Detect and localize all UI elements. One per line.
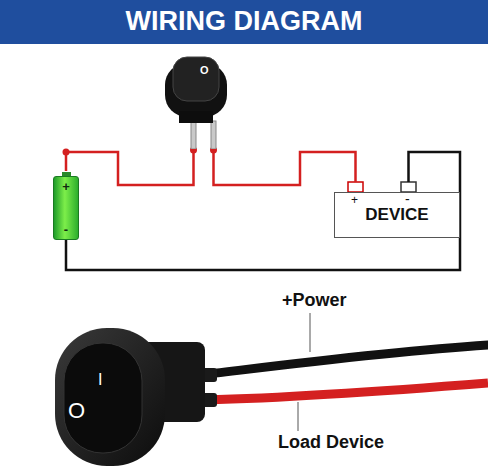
wire bbox=[66, 149, 194, 185]
switch-mark: O bbox=[68, 400, 85, 422]
terminal-sign: + bbox=[351, 194, 358, 206]
title: WIRING DIAGRAM bbox=[0, 6, 488, 37]
switch-photo bbox=[55, 328, 488, 466]
wire-label: Load Device bbox=[278, 433, 384, 451]
terminal bbox=[348, 182, 363, 192]
polarity-sign: - bbox=[64, 223, 68, 236]
leader-line bbox=[310, 313, 311, 352]
terminal bbox=[401, 182, 416, 192]
wire bbox=[66, 152, 460, 270]
title-band bbox=[0, 0, 488, 44]
switch-mark: O bbox=[200, 65, 209, 76]
rocker-switch: O bbox=[161, 55, 231, 149]
wire bbox=[214, 149, 356, 185]
battery-cap bbox=[62, 172, 71, 176]
device-label: DEVICE bbox=[335, 206, 459, 223]
leader-line bbox=[298, 402, 299, 431]
switch-outline bbox=[161, 55, 231, 149]
switch-mark: I bbox=[98, 372, 102, 388]
polarity-sign: + bbox=[62, 180, 70, 193]
junction-dot bbox=[63, 149, 70, 156]
wire-label: +Power bbox=[282, 291, 347, 309]
battery: +- bbox=[53, 176, 79, 240]
terminal-sign: - bbox=[405, 192, 410, 206]
